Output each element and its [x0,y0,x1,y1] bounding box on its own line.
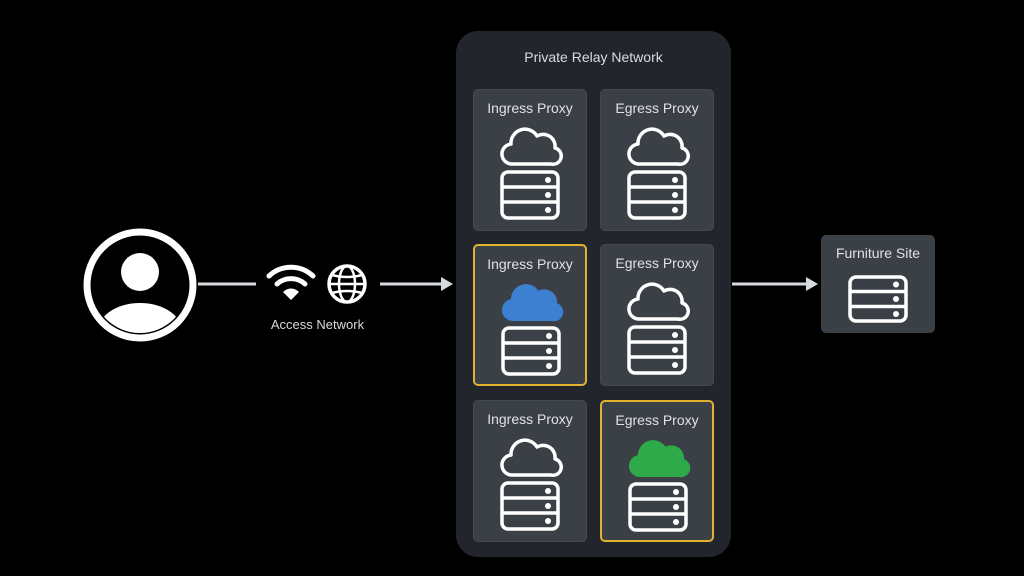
server-icon [848,275,908,323]
server-icon [501,326,561,376]
egress-proxy-card-2[interactable]: Egress Proxy [600,244,714,386]
cloud-icon-green [629,440,691,478]
cloud-server-icon [501,284,564,376]
access-network-label: Access Network [270,317,365,332]
ingress-proxy-label: Ingress Proxy [487,256,573,272]
relay-to-site-arrowhead [806,277,818,291]
ingress-proxy-card-1[interactable]: Ingress Proxy [473,89,587,231]
server-icon [627,170,687,220]
ingress-proxy-label: Ingress Proxy [487,411,573,427]
cloud-icon [627,127,690,166]
egress-proxy-card-1[interactable]: Egress Proxy [600,89,714,231]
egress-proxy-card-3-active[interactable]: Egress Proxy [600,400,714,542]
ingress-proxy-card-3[interactable]: Ingress Proxy [473,400,587,542]
cloud-icon [500,438,563,477]
cloud-server-icon [500,438,563,531]
furniture-site-label: Furniture Site [835,245,921,261]
cloud-icon [500,127,563,166]
egress-proxy-label: Egress Proxy [615,412,699,428]
cloud-icon [627,282,690,321]
private-relay-network-title: Private Relay Network [524,49,663,65]
egress-proxy-label: Egress Proxy [615,100,699,116]
ingress-proxy-card-2-active[interactable]: Ingress Proxy [473,244,587,386]
user-avatar-icon [83,228,197,342]
wifi-icon [266,264,316,300]
egress-proxy-label: Egress Proxy [615,255,699,271]
server-icon [500,481,560,531]
cloud-icon-blue [502,284,564,322]
cloud-server-icon [500,127,563,220]
cloud-server-icon [627,282,690,375]
server-icon [628,482,688,532]
server-icon [500,170,560,220]
cloud-server-icon [628,440,691,532]
globe-icon [327,264,367,304]
cloud-server-icon [627,127,690,220]
furniture-site-card[interactable]: Furniture Site [821,235,935,333]
access-to-relay-arrowhead [441,277,453,291]
server-icon [627,325,687,375]
ingress-proxy-label: Ingress Proxy [487,100,573,116]
